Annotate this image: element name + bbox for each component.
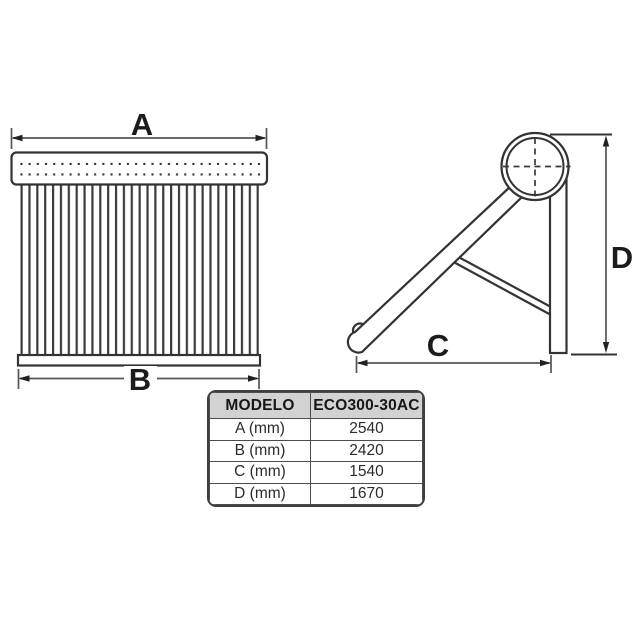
dim-name-cell: B (mm) xyxy=(209,439,311,462)
spec-table-grid: MODELO ECO300-30AC A (mm) 2540 B (mm) 24… xyxy=(209,392,423,505)
dim-a-arrow-left xyxy=(11,134,23,142)
dim-name-cell: C (mm) xyxy=(209,461,311,484)
dim-value-cell: 1540 xyxy=(310,461,423,484)
dim-label-a: A xyxy=(131,107,153,142)
dim-d-arrow-top xyxy=(602,135,610,147)
front-view: A B xyxy=(10,107,269,397)
model-header-cell: MODELO xyxy=(209,392,311,419)
table-row: D (mm) 1670 xyxy=(209,482,423,505)
manifold-perforations xyxy=(19,162,261,183)
dim-value-cell: 2540 xyxy=(310,418,423,441)
dim-c-arrow-left xyxy=(356,359,368,367)
tube-array xyxy=(20,183,260,356)
spec-table: MODELO ECO300-30AC A (mm) 2540 B (mm) 24… xyxy=(207,390,425,507)
dim-name-cell: D (mm) xyxy=(209,482,311,505)
support-brace xyxy=(446,252,554,318)
table-row: B (mm) 2420 xyxy=(209,439,423,462)
rear-post xyxy=(548,176,568,355)
bottom-rail xyxy=(16,353,262,367)
table-row: A (mm) 2540 xyxy=(209,418,423,441)
inclined-leg xyxy=(346,183,525,354)
dim-value-cell: 1670 xyxy=(310,482,423,505)
side-view: D C xyxy=(346,131,633,373)
dim-c-arrow-right xyxy=(540,359,551,367)
dim-b-label-halo xyxy=(124,366,157,392)
dim-b-arrow-left xyxy=(18,375,30,382)
dim-label-c: C xyxy=(427,328,449,363)
dim-d-arrow-bottom xyxy=(602,342,610,353)
dim-b-arrow-right xyxy=(248,375,259,382)
table-header-row: MODELO ECO300-30AC xyxy=(209,392,423,419)
dim-value-cell: 2420 xyxy=(310,439,423,462)
dim-a-arrow-right xyxy=(255,134,267,142)
dim-name-cell: A (mm) xyxy=(209,418,311,441)
model-value-cell: ECO300-30AC xyxy=(310,392,423,419)
table-row: C (mm) 1540 xyxy=(209,461,423,484)
dim-label-d: D xyxy=(611,240,633,275)
dim-label-b: B xyxy=(129,362,151,397)
